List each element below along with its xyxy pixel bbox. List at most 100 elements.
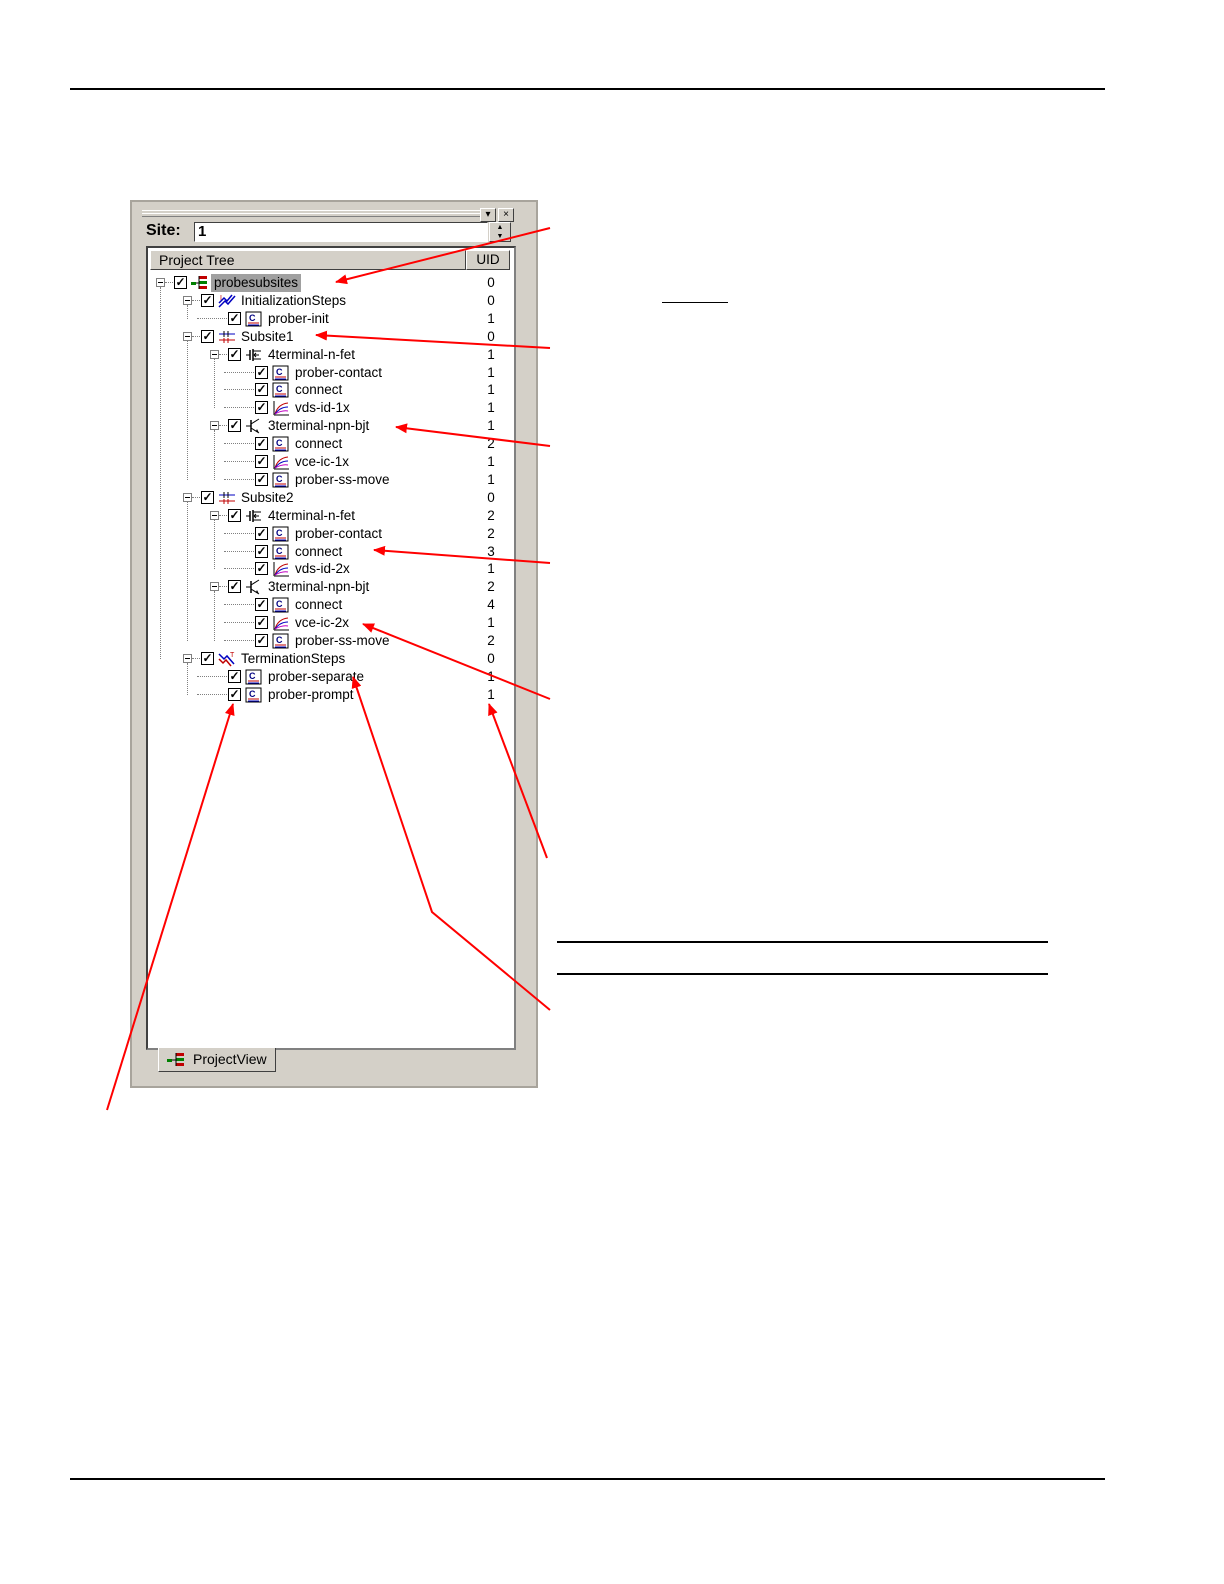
tree-connector [224, 568, 254, 570]
node-checkbox[interactable]: ✓ [228, 668, 241, 683]
node-checkbox[interactable]: ✓ [255, 364, 268, 379]
init-steps-icon: I [218, 294, 236, 308]
node-checkbox[interactable]: ✓ [201, 292, 214, 307]
tree-connector [197, 317, 227, 319]
script-icon: C [272, 472, 289, 488]
node-label: vds-id-2x [295, 561, 350, 577]
node-label: InitializationSteps [241, 292, 347, 308]
node-uid: 0 [487, 292, 495, 308]
node-checkbox[interactable]: ✓ [228, 310, 241, 325]
panel-drag-grip[interactable] [142, 210, 482, 217]
column-header-project-tree[interactable]: Project Tree [150, 250, 466, 270]
tree-connector [219, 425, 227, 427]
svg-text:C: C [276, 599, 283, 609]
node-uid: 1 [487, 471, 495, 487]
svg-text:C: C [276, 438, 283, 448]
node-checkbox[interactable]: ✓ [255, 454, 268, 468]
collapse-toggle-icon[interactable] [183, 295, 192, 305]
node-checkbox[interactable]: ✓ [228, 507, 241, 522]
node-checkbox[interactable]: ✓ [255, 525, 268, 540]
collapse-toggle-icon[interactable] [183, 653, 192, 663]
node-checkbox[interactable]: ✓ [201, 650, 214, 665]
node-checkbox[interactable]: ✓ [228, 579, 241, 594]
site-input[interactable]: 1 [194, 222, 488, 242]
node-label: prober-prompt [268, 686, 354, 702]
node-checkbox[interactable]: ✓ [228, 346, 241, 361]
tree-connector [224, 371, 254, 373]
node-checkbox[interactable]: ✓ [255, 382, 268, 397]
collapse-toggle-icon[interactable] [183, 331, 192, 341]
tree-connector [224, 389, 254, 391]
svg-text:C: C [276, 546, 283, 556]
collapse-toggle-icon[interactable] [183, 492, 192, 502]
column-header-uid[interactable]: UID [466, 250, 510, 270]
node-checkbox[interactable]: ✓ [255, 436, 268, 451]
tab-projectview[interactable]: ProjectView [158, 1048, 276, 1072]
collapse-toggle-icon[interactable] [210, 421, 219, 431]
collapse-toggle-icon[interactable] [210, 582, 219, 592]
node-checkbox[interactable]: ✓ [228, 418, 241, 433]
node-checkbox[interactable]: ✓ [201, 328, 214, 343]
script-icon: C [245, 687, 262, 703]
node-uid: 4 [487, 597, 495, 613]
spin-down-icon[interactable]: ▼ [496, 233, 504, 240]
node-checkbox[interactable]: ✓ [255, 543, 268, 558]
node-label: connect [295, 436, 343, 452]
svg-text:C: C [276, 367, 283, 377]
node-uid: 2 [487, 633, 495, 648]
node-checkbox[interactable]: ✓ [255, 400, 268, 415]
node-uid: 0 [487, 489, 495, 505]
node-checkbox[interactable]: ✓ [255, 597, 268, 612]
pin-icon[interactable]: ▾ [480, 208, 496, 222]
script-icon: C [245, 311, 262, 327]
node-checkbox[interactable]: ✓ [255, 633, 268, 647]
node-checkbox[interactable]: ✓ [255, 561, 268, 576]
spin-up-icon[interactable]: ▲ [496, 224, 504, 231]
node-checkbox[interactable]: ✓ [255, 471, 268, 486]
node-checkbox[interactable]: ✓ [174, 275, 187, 289]
tree-connector [224, 640, 254, 641]
collapse-toggle-icon[interactable] [156, 278, 165, 287]
tree-node[interactable]: ✓ I InitializationSteps 0 [148, 292, 514, 310]
node-checkbox[interactable]: ✓ [255, 615, 268, 630]
svg-text:I: I [220, 295, 222, 302]
node-checkbox[interactable]: ✓ [201, 489, 214, 504]
graph-icon [273, 455, 289, 470]
node-uid: 0 [487, 328, 495, 344]
close-icon[interactable]: × [498, 208, 514, 222]
node-checkbox[interactable]: ✓ [228, 686, 241, 701]
graph-icon [273, 401, 289, 416]
subsite-icon [219, 330, 235, 343]
tree-guide-line [214, 430, 215, 480]
collapse-toggle-icon[interactable] [210, 510, 219, 520]
collapse-toggle-icon[interactable] [210, 349, 219, 359]
svg-text:C: C [276, 474, 283, 484]
node-uid: 1 [487, 454, 495, 469]
script-icon: C [272, 382, 289, 398]
script-icon: C [272, 526, 289, 542]
svg-text:C: C [276, 635, 283, 645]
site-spinner[interactable]: ▲ ▼ [489, 222, 511, 242]
